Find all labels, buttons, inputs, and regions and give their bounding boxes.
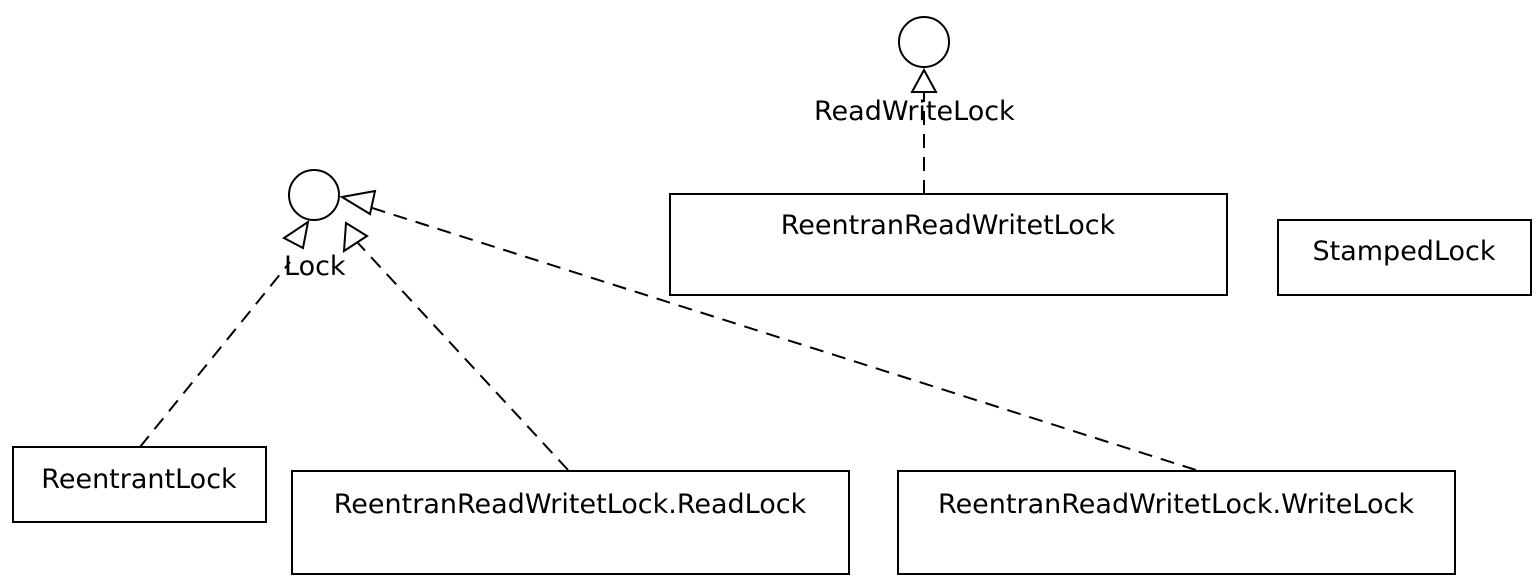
- class-label-reentran-read-writet-lock: ReentranReadWritetLock: [781, 210, 1116, 241]
- readwritelock-interface-label: ReadWriteLock: [814, 96, 1015, 127]
- realization-arrowhead-reentrantlock: [282, 219, 310, 250]
- class-label-reentrant-lock: ReentrantLock: [41, 464, 237, 495]
- realization-arrowhead-readlock: [342, 221, 369, 253]
- realization-arrowhead-readwritelock: [910, 67, 938, 93]
- class-box-reentran-read-writet-lock: [669, 193, 1228, 296]
- class-box-stamped-lock: [1277, 219, 1532, 296]
- realization-line-writelock-to-lock: [365, 205, 1197, 471]
- realization-line-readlock-to-lock: [357, 242, 569, 471]
- class-box-reentrant-lock: [12, 446, 267, 523]
- realization-line-reentrantlock-to-lock: [139, 261, 291, 448]
- class-box-write-lock: [897, 470, 1456, 575]
- class-label-stamped-lock: StampedLock: [1312, 236, 1495, 267]
- lock-interface-icon: [288, 169, 340, 221]
- realization-arrowhead-writelock: [339, 189, 377, 216]
- class-label-write-lock: ReentranReadWritetLock.WriteLock: [938, 489, 1414, 520]
- readwritelock-interface-icon: [898, 16, 950, 68]
- class-box-read-lock: [291, 470, 850, 575]
- class-label-read-lock: ReentranReadWritetLock.ReadLock: [334, 489, 807, 520]
- lock-interface-label: Lock: [284, 251, 346, 282]
